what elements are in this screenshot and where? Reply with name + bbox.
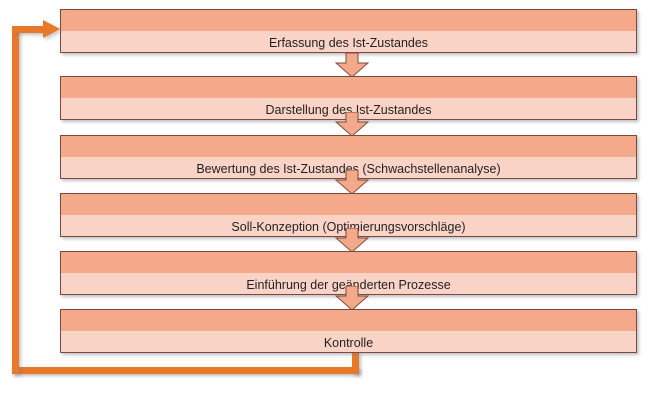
down-arrow-icon: [335, 228, 369, 253]
process-box-step-1[interactable]: Erfassung des Ist-Zustandes: [60, 9, 637, 53]
feedback-loop-segment-right: [352, 352, 359, 374]
process-label-step-6: Kontrolle: [323, 336, 374, 350]
feedback-loop-segment-bottom: [12, 367, 359, 374]
down-arrow-icon: [335, 112, 369, 137]
process-box-step-6[interactable]: Kontrolle: [60, 309, 637, 353]
process-label-step-3: Bewertung des Ist-Zustandes (Schwachstel…: [196, 162, 501, 176]
down-arrow-icon: [335, 53, 369, 78]
feedback-loop-segment-top: [12, 26, 45, 33]
process-label-step-1: Erfassung des Ist-Zustandes: [268, 36, 429, 50]
feedback-loop-segment-left: [12, 26, 19, 374]
down-arrow-icon: [335, 170, 369, 195]
process-label-step-5: Einführung der geänderten Prozesse: [246, 278, 451, 292]
process-box-step-4[interactable]: Soll-Konzeption (Optimierungsvorschläge): [60, 193, 637, 237]
right-arrowhead-icon: [43, 20, 60, 38]
process-label-step-2: Darstellung des Ist-Zustandes: [265, 103, 432, 117]
down-arrow-icon: [335, 286, 369, 311]
process-label-step-4: Soll-Konzeption (Optimierungsvorschläge): [231, 220, 466, 234]
